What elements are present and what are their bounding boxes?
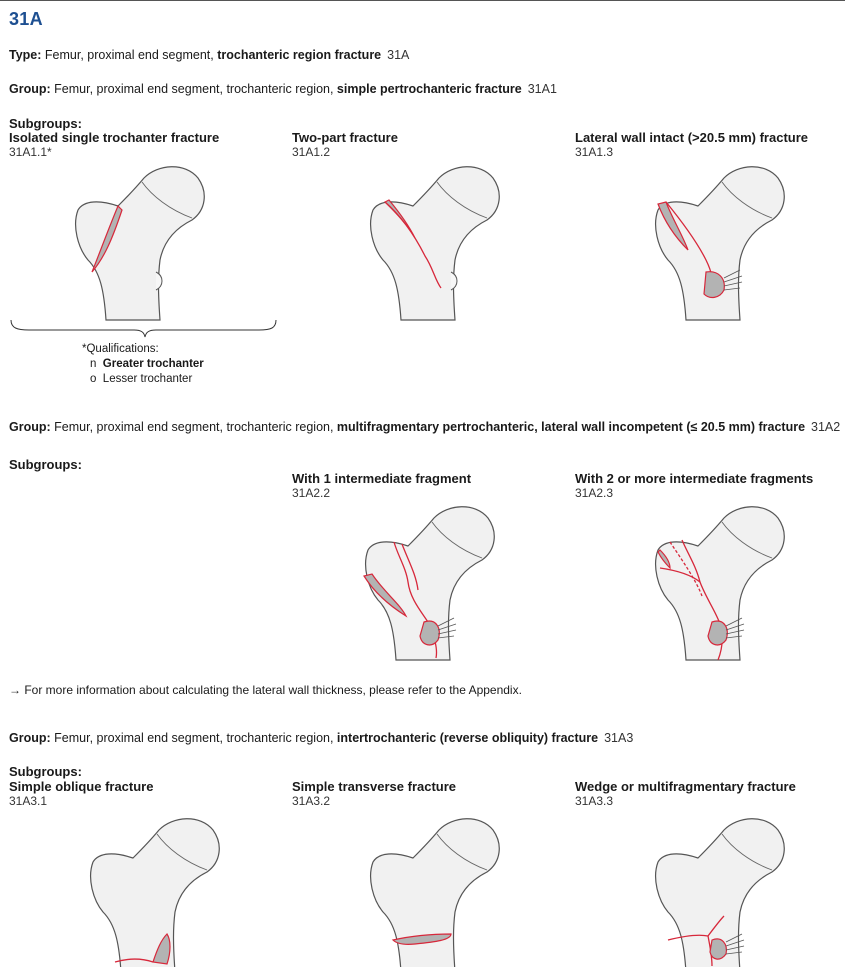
group3-text: Femur, proximal end segment, trochanteri… [51, 731, 337, 745]
subgroup-31A1-3-title: Lateral wall intact (>20.5 mm) fracture [575, 130, 808, 145]
group2-code: 31A2 [811, 420, 840, 434]
group1-label: Group: [9, 82, 51, 96]
subgroup-31A1-3-code: 31A1.3 [575, 145, 613, 159]
group1-subgroups-label: Subgroups: [9, 116, 82, 131]
femur-31A3-2-illustration [355, 812, 530, 967]
group3-label: Group: [9, 731, 51, 745]
group1-bold: simple pertrochanteric fracture [337, 82, 522, 96]
type-bold: trochanteric region fracture [217, 48, 381, 62]
group1-code: 31A1 [528, 82, 557, 96]
group3-subgroups-label: Subgroups: [9, 764, 82, 779]
subgroup-31A2-3-title: With 2 or more intermediate fragments [575, 471, 813, 486]
type-line: Type: Femur, proximal end segment, troch… [9, 48, 409, 62]
femur-31A2-2-illustration [350, 500, 525, 662]
qualification-lesser: o Lesser trochanter [90, 372, 192, 387]
subgroup-31A1-1-title: Isolated single trochanter fracture [9, 130, 219, 145]
group3-code: 31A3 [604, 731, 633, 745]
qualification-greater: n Greater trochanter [90, 357, 204, 372]
subgroup-31A1-2-code: 31A1.2 [292, 145, 330, 159]
group1-line: Group: Femur, proximal end segment, troc… [9, 82, 557, 96]
subgroup-31A2-2-code: 31A2.2 [292, 486, 330, 500]
subgroup-31A2-3-code: 31A2.3 [575, 486, 613, 500]
top-rule [0, 0, 845, 1]
group1-text: Femur, proximal end segment, trochanteri… [51, 82, 337, 96]
qualifications-brace [9, 318, 279, 338]
femur-31A1-2-illustration [355, 160, 530, 322]
type-text: Femur, proximal end segment, [41, 48, 217, 62]
subgroup-31A3-2-code: 31A3.2 [292, 794, 330, 808]
group3-line: Group: Femur, proximal end segment, troc… [9, 731, 633, 745]
femur-31A1-1-illustration [60, 160, 235, 322]
subgroup-31A3-1-title: Simple oblique fracture [9, 779, 153, 794]
subgroup-31A1-1-code: 31A1.1* [9, 145, 52, 159]
qualification-greater-marker: n [90, 358, 96, 370]
group2-subgroups-label: Subgroups: [9, 457, 82, 472]
qualifications-heading: *Qualifications: [82, 342, 159, 357]
femur-31A1-3-illustration [640, 160, 815, 322]
subgroup-31A3-2-title: Simple transverse fracture [292, 779, 456, 794]
subgroup-31A2-2-title: With 1 intermediate fragment [292, 471, 471, 486]
group2-line: Group: Femur, proximal end segment, troc… [9, 420, 840, 434]
femur-31A3-3-illustration [640, 812, 815, 967]
group2-bold: multifragmentary pertrochanteric, latera… [337, 420, 805, 434]
group2-label: Group: [9, 420, 51, 434]
qualification-greater-label: Greater trochanter [103, 358, 204, 370]
type-label: Type: [9, 48, 41, 62]
type-code: 31A [387, 48, 409, 62]
femur-31A2-3-illustration [640, 500, 815, 662]
subgroup-31A3-1-code: 31A3.1 [9, 794, 47, 808]
qualification-lesser-marker: o [90, 373, 96, 385]
appendix-note: → For more information about calculating… [9, 683, 522, 697]
page-title: 31A [9, 9, 43, 30]
group3-bold: intertrochanteric (reverse obliquity) fr… [337, 731, 598, 745]
subgroup-31A3-3-code: 31A3.3 [575, 794, 613, 808]
qualification-lesser-label: Lesser trochanter [103, 373, 193, 385]
subgroup-31A1-2-title: Two-part fracture [292, 130, 398, 145]
group2-text: Femur, proximal end segment, trochanteri… [51, 420, 337, 434]
subgroup-31A3-3-title: Wedge or multifragmentary fracture [575, 779, 796, 794]
femur-31A3-1-illustration [75, 812, 250, 967]
